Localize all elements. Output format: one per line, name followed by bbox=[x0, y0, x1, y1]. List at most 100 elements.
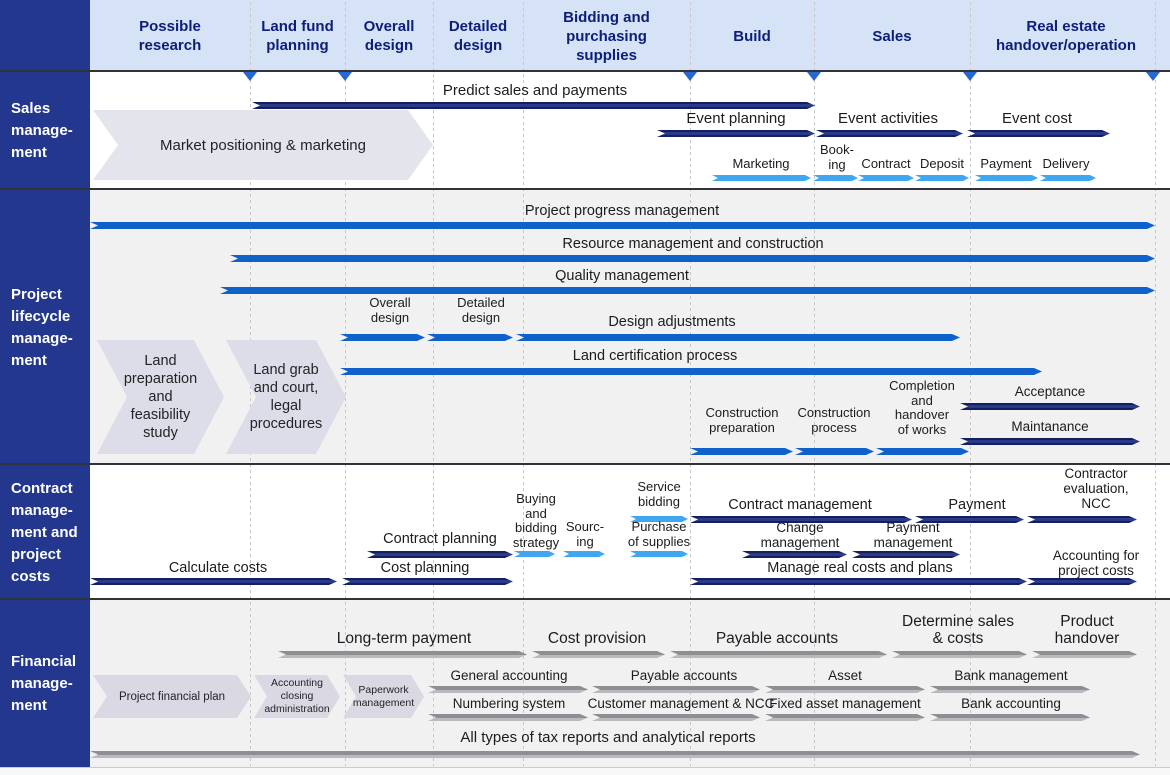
bar-label: General accounting bbox=[450, 668, 568, 683]
bar-label: Deposit bbox=[919, 156, 965, 171]
gantt-bar bbox=[428, 686, 588, 693]
bar-label: Design adjustments bbox=[608, 314, 736, 330]
bar-label: Overall design bbox=[369, 295, 411, 325]
gantt-bar bbox=[230, 255, 1155, 262]
bar-label: Contract planning bbox=[383, 531, 497, 547]
bar-label: Payment bbox=[980, 156, 1032, 171]
gantt-bar bbox=[712, 175, 811, 181]
bar-label: Payment bbox=[948, 497, 1006, 513]
bar-label: Numbering system bbox=[452, 696, 566, 711]
phase-header-label: Detailed design bbox=[448, 18, 508, 54]
bar-label: Bank accounting bbox=[961, 696, 1061, 711]
gantt-bar bbox=[1027, 516, 1137, 523]
column-guide-dashed-line bbox=[690, 2, 691, 766]
section-divider-line bbox=[0, 70, 1170, 72]
gantt-bar bbox=[765, 714, 925, 721]
gantt-bar bbox=[630, 516, 688, 522]
gantt-bar bbox=[858, 175, 914, 181]
bar-label: Fixed asset management bbox=[769, 696, 921, 711]
bar-label: Bank management bbox=[954, 668, 1068, 683]
gantt-bar bbox=[592, 714, 760, 721]
gantt-bar bbox=[960, 403, 1140, 410]
gantt-bar bbox=[532, 651, 665, 658]
gantt-bar bbox=[630, 551, 688, 557]
gantt-bar bbox=[428, 714, 588, 721]
phase-marker-triangle-icon bbox=[243, 72, 257, 81]
gantt-bar bbox=[1027, 578, 1137, 585]
gantt-bar bbox=[892, 651, 1027, 658]
bar-label: Marketing bbox=[732, 156, 790, 171]
gantt-bar bbox=[967, 130, 1110, 137]
bar-label: Contract management bbox=[728, 497, 872, 513]
phase-header-label: Real estate handover/operation bbox=[995, 18, 1137, 54]
bar-label: Land certification process bbox=[572, 348, 738, 364]
column-guide-dashed-line bbox=[433, 2, 434, 766]
bar-label: Contract bbox=[861, 156, 911, 171]
bar-label: Service bidding bbox=[637, 479, 681, 509]
bar-label: Construction preparation bbox=[705, 405, 779, 435]
bar-label: Purchase of supplies bbox=[627, 519, 691, 549]
bar-label: Completion and handover of works bbox=[889, 378, 955, 437]
bar-label: Payable accounts bbox=[630, 668, 738, 683]
bar-label: Predict sales and payments bbox=[442, 82, 628, 99]
sidebar-section-label: Project lifecycle manage- ment bbox=[11, 285, 73, 369]
gantt-bar bbox=[340, 368, 1042, 375]
bar-label: Maintanance bbox=[1011, 419, 1089, 434]
section-divider-line bbox=[0, 188, 1170, 190]
bar-label: Payable accounts bbox=[715, 630, 839, 647]
phase-marker-triangle-icon bbox=[963, 72, 977, 81]
gantt-bar bbox=[852, 551, 960, 558]
bar-label: All types of tax reports and analytical … bbox=[460, 729, 756, 746]
column-guide-dashed-line bbox=[814, 2, 815, 766]
gantt-bar bbox=[90, 578, 337, 585]
bar-label: Detailed design bbox=[457, 295, 505, 325]
bar-label: Long-term payment bbox=[336, 630, 472, 647]
gantt-bar bbox=[1032, 651, 1137, 658]
sidebar-section-label: Financial manage- ment bbox=[11, 652, 77, 714]
bar-label: Project progress management bbox=[524, 203, 720, 219]
gantt-bar bbox=[795, 448, 874, 455]
gantt-bar bbox=[1040, 175, 1096, 181]
phase-header-label: Overall design bbox=[363, 18, 415, 54]
sidebar-section-label: Contract manage- ment and project costs bbox=[11, 479, 78, 585]
gantt-bar bbox=[930, 714, 1090, 721]
sidebar-section-label: Sales manage- ment bbox=[11, 100, 73, 161]
bar-label: Construction process bbox=[797, 405, 871, 435]
phase-marker-triangle-icon bbox=[1146, 72, 1160, 81]
gantt-bar bbox=[915, 516, 1024, 523]
bar-label: Asset bbox=[828, 668, 862, 683]
gantt-bar bbox=[960, 438, 1140, 445]
gantt-bar bbox=[813, 175, 858, 181]
bar-label: Delivery bbox=[1042, 156, 1090, 171]
gantt-bar bbox=[765, 686, 925, 693]
gantt-bar bbox=[252, 102, 815, 109]
bar-label: Quality management bbox=[555, 268, 689, 284]
gantt-bar bbox=[90, 751, 1140, 758]
section-divider-line bbox=[0, 463, 1170, 465]
gantt-bar bbox=[876, 448, 969, 455]
phase-header-label: Possible research bbox=[138, 18, 202, 54]
gantt-bar bbox=[930, 686, 1090, 693]
gantt-bar bbox=[278, 651, 527, 658]
phase-marker-triangle-icon bbox=[338, 72, 352, 81]
gantt-bar bbox=[516, 334, 960, 341]
bar-label: Determine sales & costs bbox=[902, 613, 1014, 648]
phase-chevron: Market positioning & marketing bbox=[93, 110, 433, 180]
gantt-bar bbox=[90, 222, 1155, 229]
bar-label: Cost provision bbox=[547, 630, 647, 647]
phase-header-label: Land fund planning bbox=[261, 18, 334, 54]
gantt-bar bbox=[220, 287, 1155, 294]
column-guide-dashed-line bbox=[345, 2, 346, 766]
phase-header-label: Build bbox=[733, 27, 771, 45]
bar-label: Contractor evaluation, NCC bbox=[1063, 466, 1129, 512]
bar-label: Event planning bbox=[686, 110, 786, 127]
bar-label: Buying and bidding strategy bbox=[512, 491, 560, 550]
gantt-bar bbox=[975, 175, 1038, 181]
bar-label: Manage real costs and plans bbox=[767, 560, 953, 576]
gantt-bar bbox=[563, 551, 605, 557]
bar-label: Sourc- ing bbox=[565, 519, 605, 549]
gantt-bar bbox=[657, 130, 815, 137]
column-guide-dashed-line bbox=[1155, 2, 1156, 766]
bar-label: Change management bbox=[760, 520, 840, 551]
